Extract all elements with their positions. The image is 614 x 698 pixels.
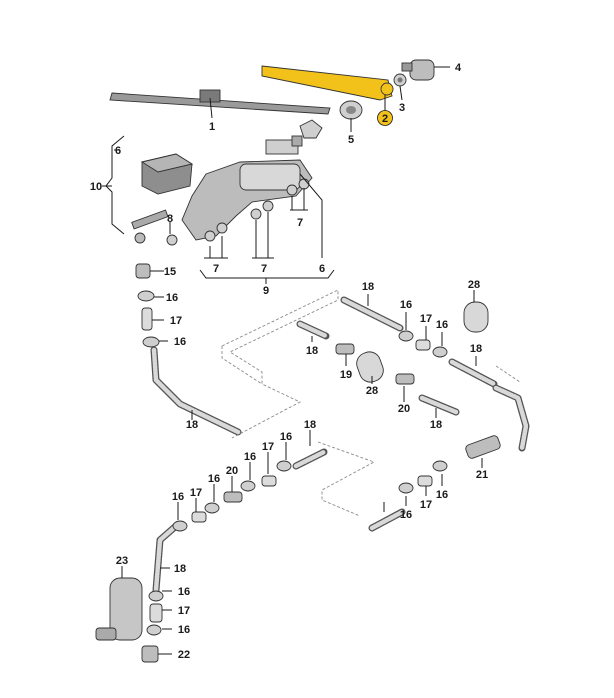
clamp-16-a[interactable] [137, 290, 155, 302]
callout-20-b: 20 [226, 465, 238, 477]
callout-16-a: 16 [166, 292, 178, 304]
callout-17-c: 17 [262, 441, 274, 453]
washer-set-7-middle[interactable] [250, 200, 274, 220]
callout-7-a: 7 [213, 263, 219, 275]
callout-16-k: 16 [178, 586, 190, 598]
callout-16-d: 16 [436, 319, 448, 331]
callout-18-e: 18 [430, 419, 442, 431]
callout-16-l: 16 [178, 624, 190, 636]
wiper-arm[interactable] [261, 65, 394, 101]
callout-17-e: 17 [420, 499, 432, 511]
hose-18-bottom[interactable] [368, 508, 406, 532]
callout-18-f: 18 [304, 419, 316, 431]
dashed-group-outlines [221, 289, 521, 517]
linkage-rod[interactable] [131, 209, 169, 244]
callout-16-c: 16 [400, 299, 412, 311]
callout-1: 1 [209, 121, 215, 133]
non-return-valve-21[interactable] [465, 435, 502, 460]
connector-17-a[interactable] [141, 307, 153, 331]
callout-28-a: 28 [468, 279, 480, 291]
hose-18-center[interactable] [292, 448, 328, 470]
callout-20-a: 20 [398, 403, 410, 415]
grommet-part-5[interactable] [339, 100, 363, 120]
callout-2-highlight [377, 110, 393, 126]
callout-16-j: 16 [436, 489, 448, 501]
callout-21: 21 [476, 469, 488, 481]
callout-16-h: 16 [172, 491, 184, 503]
callout-2: 2 [382, 113, 388, 125]
callout-16-i: 16 [400, 509, 412, 521]
callout-9: 9 [263, 285, 269, 297]
callout-16-b: 16 [174, 336, 186, 348]
callout-17-a: 17 [170, 315, 182, 327]
callout-18-c: 18 [306, 345, 318, 357]
grommet-22[interactable] [141, 645, 159, 663]
callout-16-g: 16 [208, 473, 220, 485]
callout-labels: 1 2 3 4 5 6 6 7 7 7 8 9 10 15 16 17 16 1… [90, 62, 488, 661]
nut-part-8[interactable] [166, 234, 178, 246]
callout-17-d: 17 [190, 487, 202, 499]
wiper-motor[interactable] [181, 135, 313, 241]
connector-28-a[interactable] [463, 301, 489, 333]
hose-18-short[interactable] [296, 320, 330, 340]
hose-18-right-bend[interactable] [492, 384, 530, 452]
callout-16-e: 16 [280, 431, 292, 443]
callout-7-b: 7 [261, 263, 267, 275]
leader-lines [102, 66, 483, 655]
small-connectors[interactable] [146, 330, 448, 636]
jet-nozzle-15[interactable] [135, 263, 151, 279]
callout-16-f: 16 [244, 451, 256, 463]
callout-3: 3 [399, 102, 405, 114]
callout-19: 19 [340, 369, 352, 381]
callout-6-top: 6 [115, 145, 121, 157]
wiper-arm-body [261, 65, 393, 101]
callout-4: 4 [455, 62, 462, 74]
callout-5: 5 [348, 134, 354, 146]
joint-20-a[interactable] [395, 373, 415, 385]
callout-17-f: 17 [178, 605, 190, 617]
callout-6-lower: 6 [319, 263, 325, 275]
hose-18-mid[interactable] [448, 358, 498, 388]
control-module[interactable] [140, 153, 194, 195]
callout-22: 22 [178, 649, 190, 661]
callout-18-b: 18 [362, 281, 374, 293]
callout-7-c: 7 [297, 217, 303, 229]
callout-18-d: 18 [470, 343, 482, 355]
callout-18-a: 18 [186, 419, 198, 431]
washer-set-7-left[interactable] [204, 222, 228, 242]
wiper-blade[interactable] [109, 89, 331, 115]
hose-18-lower[interactable] [418, 394, 460, 416]
callout-10: 10 [90, 181, 102, 193]
callout-17-b: 17 [420, 313, 432, 325]
nut-part-3[interactable] [393, 73, 407, 87]
callout-28-b: 28 [366, 385, 378, 397]
hose-18-vertical[interactable] [152, 522, 180, 594]
washer-pump-23[interactable] [95, 577, 143, 641]
callout-15: 15 [164, 266, 176, 278]
callout-23: 23 [116, 555, 128, 567]
clamp-16-b[interactable] [142, 336, 160, 348]
hose-18-upper[interactable] [340, 296, 404, 332]
callout-8: 8 [167, 213, 173, 225]
joint-19[interactable] [335, 343, 355, 355]
connector-28-b[interactable] [354, 349, 387, 385]
cap-part-4[interactable] [401, 59, 435, 81]
hose-18-left[interactable] [150, 346, 242, 436]
shaft-nut[interactable] [299, 119, 323, 139]
callout-18-g: 18 [174, 563, 186, 575]
